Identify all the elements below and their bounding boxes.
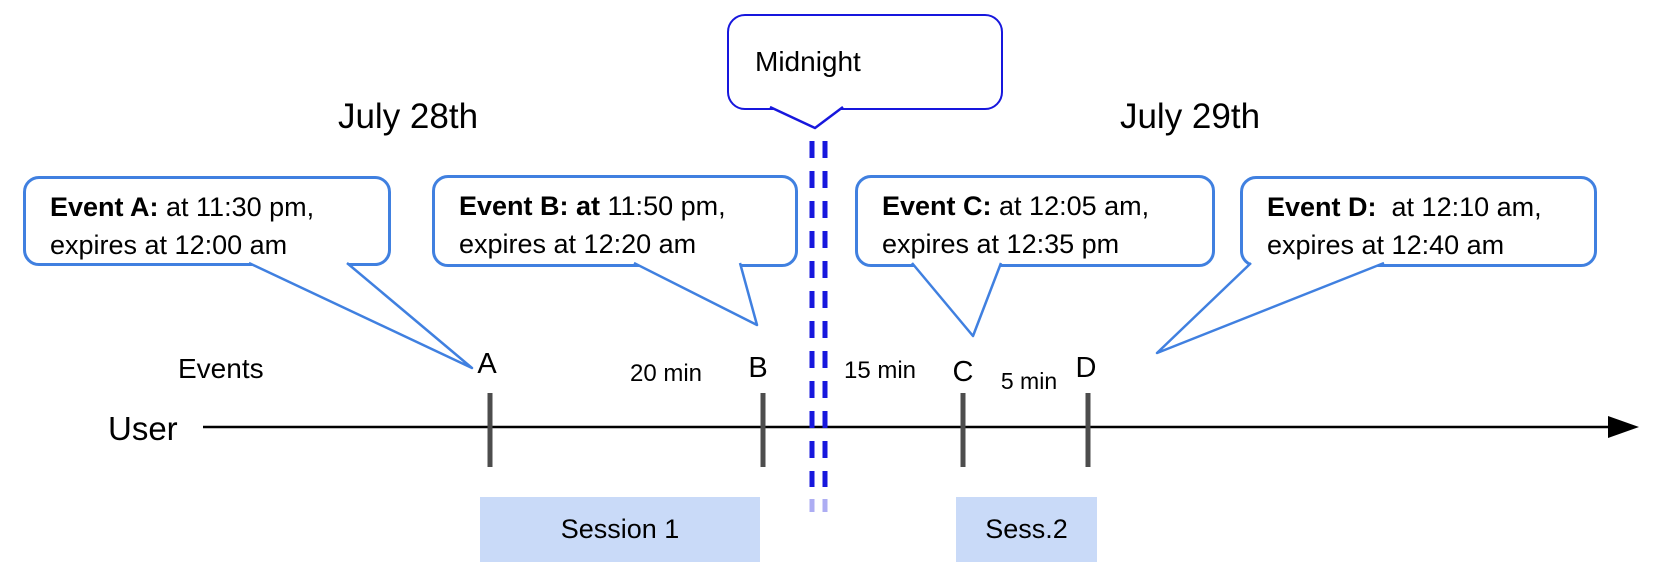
event-b-line2: expires at 12:20 am — [459, 229, 697, 259]
event-c-line1: Event C: at 12:05 am, — [882, 191, 1150, 221]
event-d-line1: Event D: at 12:10 am, — [1267, 192, 1542, 222]
event-b-callout-tail — [633, 261, 759, 327]
session-1-label: Session 1 — [560, 514, 680, 544]
tick-label-a: A — [477, 348, 497, 380]
midnight-callout: Midnight — [727, 14, 1003, 110]
event-a-line2: expires at 12:00 am — [50, 230, 288, 260]
event-b-line1: Event B: at 11:50 pm, — [459, 191, 726, 221]
gap-label-15-min: 15 min — [843, 357, 917, 384]
event-a-callout: Event A: at 11:30 pm, expires at 12:00 a… — [23, 176, 391, 266]
midnight-callout-tail — [769, 105, 844, 130]
event-a-line1: Event A: at 11:30 pm, — [50, 192, 315, 222]
timeline-arrowhead-icon — [1608, 416, 1639, 438]
date-heading-july-28: July 28th — [337, 97, 479, 136]
event-d-callout: Event D: at 12:10 am, expires at 12:40 a… — [1240, 176, 1597, 267]
tick-label-b: B — [748, 352, 768, 384]
event-c-line2: expires at 12:35 pm — [882, 229, 1120, 259]
midnight-callout-label: Midnight — [755, 46, 861, 77]
date-heading-july-29: July 29th — [1119, 97, 1261, 136]
event-a-callout-tail — [248, 261, 474, 370]
session-2-box: Sess.2 — [956, 497, 1097, 562]
gap-label-5-min: 5 min — [1000, 368, 1058, 394]
tick-label-d: D — [1075, 352, 1097, 384]
gap-label-20-min: 20 min — [629, 360, 703, 387]
event-b-callout: Event B: at 11:50 pm, expires at 12:20 a… — [432, 175, 798, 267]
user-row-label: User — [108, 410, 178, 447]
session-2-label: Sess.2 — [985, 514, 1068, 544]
event-d-callout-tail — [1155, 261, 1385, 355]
event-d-line2: expires at 12:40 am — [1267, 230, 1505, 260]
tick-label-c: C — [952, 356, 974, 388]
event-c-callout-tail — [911, 262, 1003, 338]
event-c-callout: Event C: at 12:05 am, expires at 12:35 p… — [855, 175, 1215, 267]
events-row-label: Events — [178, 353, 264, 384]
session-1-box: Session 1 — [480, 497, 760, 562]
